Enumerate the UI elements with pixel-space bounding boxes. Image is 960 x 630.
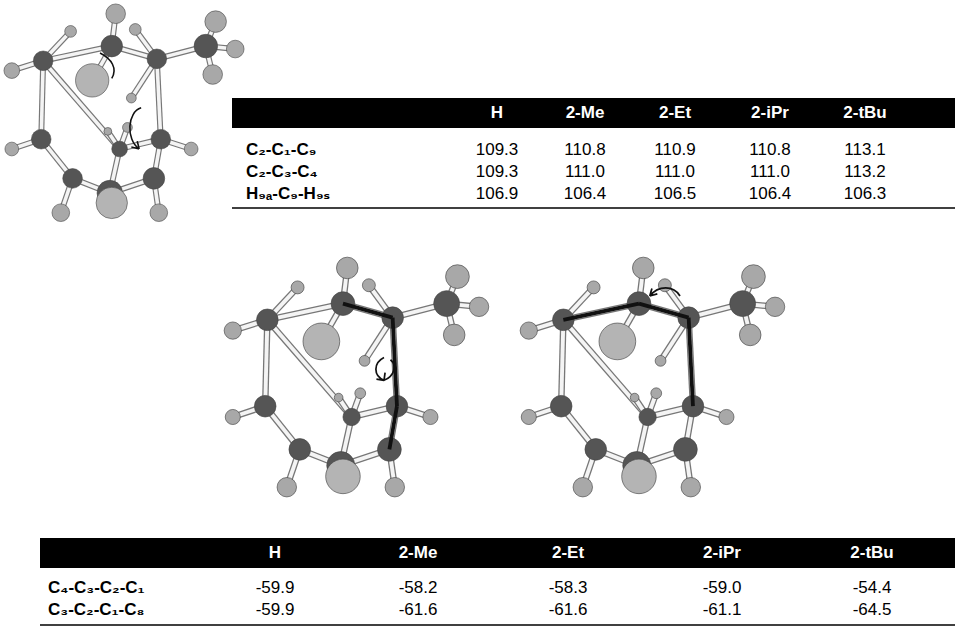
molecule-model bbox=[224, 257, 489, 497]
column-header: H bbox=[491, 103, 503, 123]
table-cell: 106.9 bbox=[476, 184, 519, 204]
row-label: H₉ₐ-C₉-H₉ₛ bbox=[246, 184, 330, 204]
table-cell: 111.0 bbox=[750, 162, 790, 182]
table-cell: 106.5 bbox=[654, 184, 697, 204]
table-cell: 109.3 bbox=[476, 140, 519, 160]
table-cell: 106.4 bbox=[564, 184, 607, 204]
column-header: 2-tBu bbox=[850, 543, 893, 563]
table-cell: 110.9 bbox=[654, 140, 695, 160]
table-cell: -61.6 bbox=[399, 600, 438, 620]
column-header: 2-iPr bbox=[703, 543, 741, 563]
table-header-bar bbox=[40, 538, 955, 568]
table-cell: 113.2 bbox=[844, 162, 885, 182]
table-cell: -54.4 bbox=[853, 578, 892, 598]
table-cell: 109.3 bbox=[476, 162, 519, 182]
table-cell: 110.8 bbox=[749, 140, 790, 160]
column-header: H bbox=[269, 543, 281, 563]
table-cell: 111.0 bbox=[565, 162, 605, 182]
molecule-model bbox=[520, 257, 785, 497]
table-cell: 110.8 bbox=[564, 140, 605, 160]
column-header: 2-Me bbox=[566, 103, 605, 123]
table-cell: -59.9 bbox=[256, 600, 295, 620]
table-cell: -61.6 bbox=[549, 600, 588, 620]
table-rule bbox=[40, 624, 955, 626]
molecule-model bbox=[4, 4, 244, 222]
table-cell: -59.9 bbox=[256, 578, 295, 598]
table-cell: -58.3 bbox=[549, 578, 588, 598]
column-header: 2-Et bbox=[659, 103, 691, 123]
table-rule bbox=[232, 207, 955, 209]
column-header: 2-iPr bbox=[751, 103, 789, 123]
column-header: 2-tBu bbox=[843, 103, 886, 123]
table-cell: 113.1 bbox=[844, 140, 885, 160]
table-cell: -59.0 bbox=[703, 578, 742, 598]
column-header: 2-Et bbox=[552, 543, 584, 563]
table-cell: 106.3 bbox=[844, 184, 887, 204]
table-cell: -58.2 bbox=[399, 578, 438, 598]
table-cell: -61.1 bbox=[703, 600, 742, 620]
table-header-bar bbox=[232, 98, 955, 128]
row-label: C₃-C₂-C₁-C₈ bbox=[48, 600, 145, 620]
row-label: C₂-C₃-C₄ bbox=[246, 162, 318, 182]
table-cell: 111.0 bbox=[655, 162, 695, 182]
row-label: C₂-C₁-C₉ bbox=[246, 140, 316, 160]
table-cell: 106.4 bbox=[749, 184, 792, 204]
table-cell: -64.5 bbox=[853, 600, 892, 620]
column-header: 2-Me bbox=[399, 543, 438, 563]
row-label: C₄-C₃-C₂-C₁ bbox=[48, 578, 145, 598]
